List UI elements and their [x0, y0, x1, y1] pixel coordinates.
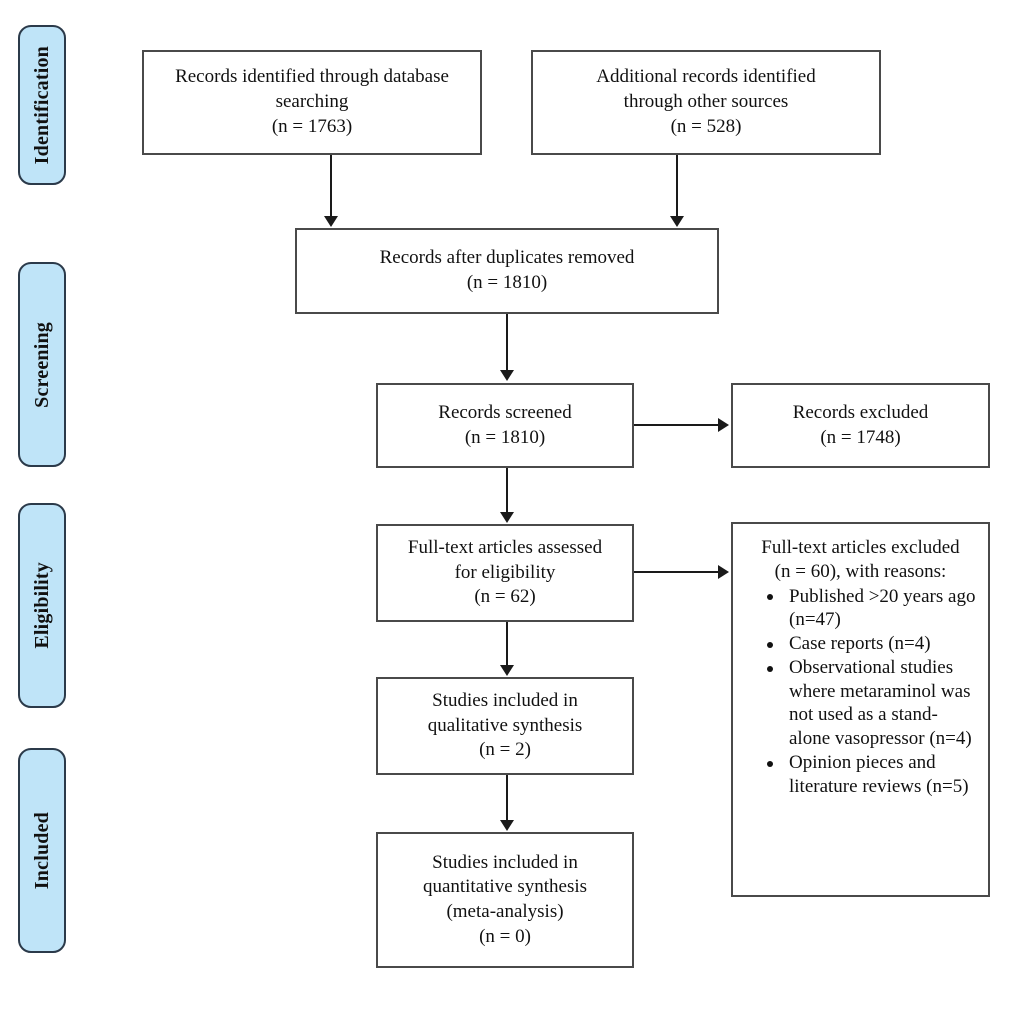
arrow-right-icon	[718, 418, 729, 432]
list-item-label: Opinion pieces and literature reviews (n…	[789, 751, 969, 797]
stage-tab-screening: Screening	[18, 262, 66, 467]
box-records-screened-text: Records screened (n = 1810)	[438, 401, 572, 448]
box-fulltext-articles-excluded-heading: Full-text articles excluded (n = 60), wi…	[761, 537, 960, 582]
arrow-down-icon	[500, 370, 514, 381]
list-item: Observational studies where metaraminol …	[767, 656, 978, 751]
bullet-icon	[767, 641, 773, 648]
list-item: Opinion pieces and literature reviews (n…	[767, 751, 978, 799]
box-fulltext-articles-assessed-text: Full-text articles assessed for eligibil…	[407, 536, 603, 608]
stage-tab-eligibility: Eligibility	[18, 503, 66, 708]
box-records-screened: Records screened (n = 1810)	[376, 383, 634, 468]
exclusion-reasons-list: Published >20 years ago (n=47) Case repo…	[743, 585, 978, 799]
bullet-icon	[767, 594, 773, 601]
list-item-label: Observational studies where metaraminol …	[789, 656, 972, 749]
bullet-icon	[767, 665, 773, 672]
box-records-identified-database-text: Records identified through database sear…	[175, 66, 449, 137]
list-item-label: Case reports (n=4)	[789, 633, 931, 654]
stage-tab-identification: Identification	[18, 25, 66, 185]
box-records-after-duplicates-removed-text: Records after duplicates removed (n = 18…	[379, 247, 635, 293]
arrow-right-icon	[718, 565, 729, 579]
bullet-icon	[767, 760, 773, 767]
box-additional-records-other-sources-text: Additional records identified through ot…	[596, 66, 816, 137]
box-additional-records-other-sources: Additional records identified through ot…	[531, 50, 881, 155]
box-studies-quantitative-synthesis-text: Studies included in quantitative synthes…	[422, 851, 588, 947]
box-studies-qualitative-synthesis: Studies included in qualitative synthesi…	[376, 677, 634, 775]
box-fulltext-articles-excluded: Full-text articles excluded (n = 60), wi…	[731, 522, 990, 897]
stage-label-screening: Screening	[31, 321, 53, 408]
list-item-label: Published >20 years ago (n=47)	[789, 585, 976, 631]
arrow-down-icon	[500, 820, 514, 831]
arrow-down-icon	[670, 216, 684, 227]
list-item: Published >20 years ago (n=47)	[767, 585, 978, 633]
stage-label-identification: Identification	[31, 45, 53, 165]
box-fulltext-articles-assessed: Full-text articles assessed for eligibil…	[376, 524, 634, 622]
stage-label-eligibility: Eligibility	[31, 562, 53, 649]
box-records-excluded: Records excluded (n = 1748)	[731, 383, 990, 468]
box-studies-qualitative-synthesis-text: Studies included in qualitative synthesi…	[427, 689, 583, 761]
arrow-down-icon	[500, 665, 514, 676]
stage-label-included: Included	[31, 811, 53, 890]
list-item: Case reports (n=4)	[767, 632, 978, 656]
box-records-identified-database: Records identified through database sear…	[142, 50, 482, 155]
stage-tab-included: Included	[18, 748, 66, 953]
arrow-down-icon	[324, 216, 338, 227]
box-studies-quantitative-synthesis: Studies included in quantitative synthes…	[376, 832, 634, 968]
box-records-excluded-text: Records excluded (n = 1748)	[792, 401, 929, 448]
box-records-after-duplicates-removed: Records after duplicates removed (n = 18…	[295, 228, 719, 314]
arrow-down-icon	[500, 512, 514, 523]
